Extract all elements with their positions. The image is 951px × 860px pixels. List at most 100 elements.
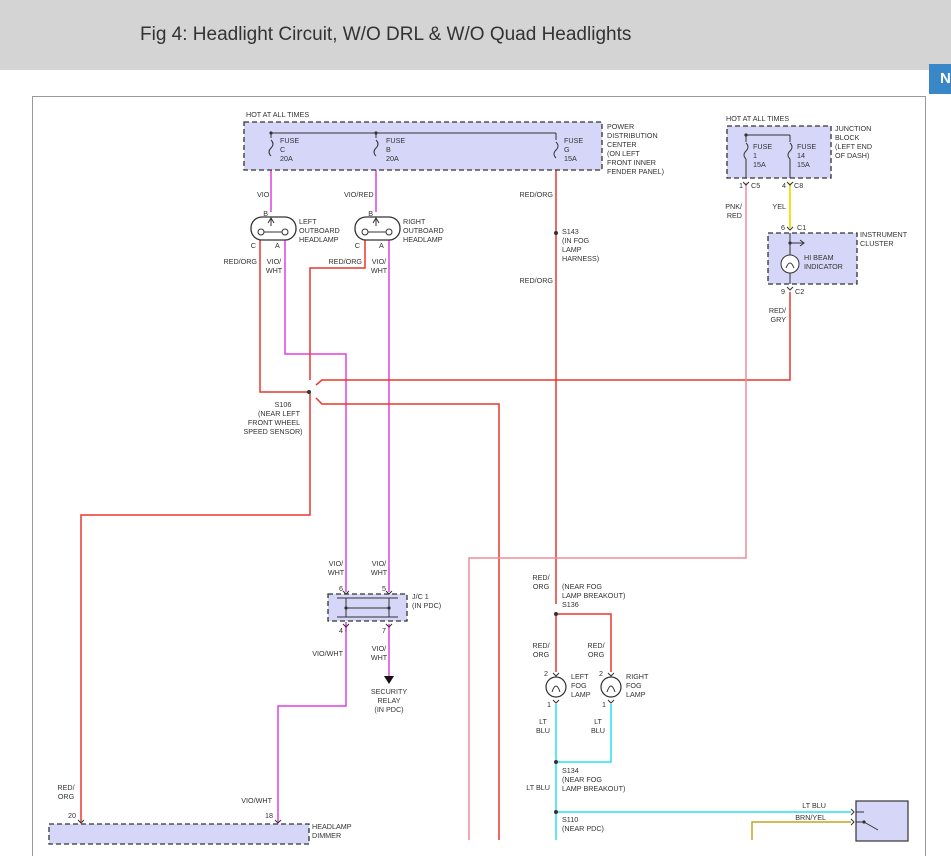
jb-name-1: JUNCTION <box>835 124 871 133</box>
hi-beam-indicator-2: INDICATOR <box>804 262 843 271</box>
left-fog-name-2: FOG <box>571 681 587 690</box>
left-headlamp-name-3: HEADLAMP <box>299 235 339 244</box>
wire-vio-wht-l-label-1: VIO/ <box>267 257 281 266</box>
wire-vio-wht-jc5-label-2: WHT <box>371 568 388 577</box>
wire-pnk-red-label-1: PNK/ <box>725 202 742 211</box>
wire-red-org-g1-label: RED/ORG <box>519 190 553 199</box>
next-button[interactable]: N <box>929 64 951 94</box>
jb-hot-label: HOT AT ALL TIMES <box>726 114 789 123</box>
right-fog-pin-1: 1 <box>602 700 606 709</box>
right-fog-name-1: RIGHT <box>626 672 649 681</box>
s143-label-4: HARNESS) <box>562 254 599 263</box>
jc1-pin-7: 7 <box>382 626 386 635</box>
wire-red-org-g2-label: RED/ORG <box>519 276 553 285</box>
fuse-1-id: 1 <box>753 151 757 160</box>
left-fog-pin-2: 2 <box>544 669 548 678</box>
fuse-c-id: C <box>280 145 285 154</box>
cluster-pin-9: 9 <box>781 287 785 296</box>
jb-name-3: (LEFT END <box>835 142 872 151</box>
wire-vio-red-label: VIO/RED <box>344 190 374 199</box>
wire-red-gry-label-1: RED/ <box>769 306 786 315</box>
fuse-g-amps: 15A <box>564 154 577 163</box>
wire-lt-blu-rf-label-2: BLU <box>591 726 605 735</box>
header-bar: Fig 4: Headlight Circuit, W/O DRL & W/O … <box>0 0 951 70</box>
wire-red-org-dim-label-2: ORG <box>58 792 75 801</box>
right-headlamp-name-2: OUTBOARD <box>403 226 444 235</box>
jb-name-2: BLOCK <box>835 133 860 142</box>
wire-vio-wht-r-label-2: WHT <box>371 266 388 275</box>
wire-yel-label: YEL <box>772 202 786 211</box>
left-fog-name-1: LEFT <box>571 672 589 681</box>
right-headlamp-pin-c: C <box>355 241 360 250</box>
headlamp-dimmer: 20 18 HEADLAMP DIMMER <box>48 811 352 845</box>
diagram-frame <box>32 96 926 856</box>
s134-label-1: S134 <box>562 766 579 775</box>
left-fog-pin-1: 1 <box>547 700 551 709</box>
wire-vio-wht-dim-label: VIO/WHT <box>241 796 272 805</box>
jb-conn-c5: C5 <box>751 181 760 190</box>
wire-red-org-s136-label-1: RED/ <box>532 573 549 582</box>
wire-red-org-dim-label-1: RED/ <box>57 783 74 792</box>
jb-conn-c8: C8 <box>794 181 803 190</box>
security-relay-1: SECURITY <box>371 687 408 696</box>
fuse-1-label: FUSE <box>753 142 772 151</box>
wire-vio-label: VIO <box>257 190 270 199</box>
s143-label-1: S143 <box>562 227 579 236</box>
wire-red-org-rf-label-2: ORG <box>588 650 605 659</box>
fuse-14-label: FUSE <box>797 142 816 151</box>
cluster-name-2: CLUSTER <box>860 239 894 248</box>
wire-pnk-red-label-2: RED <box>727 211 742 220</box>
jc1-pin-6: 6 <box>339 584 343 593</box>
left-fog-name-3: LAMP <box>571 690 591 699</box>
pdc-name-3: CENTER <box>607 140 637 149</box>
right-fog-name-2: FOG <box>626 681 642 690</box>
pdc-name-6: FENDER PANEL) <box>607 167 664 176</box>
wire-vio-wht-jc7-label-2: WHT <box>371 653 388 662</box>
hi-beam-indicator-1: HI BEAM <box>804 253 834 262</box>
jb-pin-4: 4 <box>782 181 786 190</box>
fuse-14-amps: 15A <box>797 160 810 169</box>
wire-red-org-r-label: RED/ORG <box>328 257 362 266</box>
fuse-14-id: 14 <box>797 151 805 160</box>
brn-yel-wire <box>751 821 851 840</box>
security-relay-3: (IN PDC) <box>374 705 403 714</box>
power-distribution-center: HOT AT ALL TIMES FUSE C 20A FUSE B 20A F… <box>243 110 664 176</box>
cluster-name-1: INSTRUMENT <box>860 230 908 239</box>
left-fog-lamp: 2 1 LEFT FOG LAMP <box>544 669 591 709</box>
pnk-red-wire <box>468 183 747 840</box>
dimmer-name-1: HEADLAMP <box>312 822 352 831</box>
fuse-g-label: FUSE <box>564 136 583 145</box>
wire-red-gry-label-2: GRY <box>771 315 787 324</box>
s143-label-2: (IN FOG <box>562 236 590 245</box>
pdc-name-5: FRONT INNER <box>607 158 656 167</box>
red-org-wires <box>80 163 791 840</box>
left-headlamp-pin-a: A <box>275 241 280 250</box>
pdc-name-1: POWER <box>607 122 634 131</box>
wire-lt-blu-right-label: LT BLU <box>802 801 826 810</box>
jc1-pin-5: 5 <box>382 584 386 593</box>
jb-name-4: OF DASH) <box>835 151 869 160</box>
vio-wires <box>270 138 390 822</box>
s136-label-3: S136 <box>562 600 579 609</box>
left-headlamp-name-2: OUTBOARD <box>299 226 340 235</box>
s143-label-3: LAMP <box>562 245 582 254</box>
wire-lt-blu-lf-label-2: BLU <box>536 726 550 735</box>
left-headlamp-name-1: LEFT <box>299 217 317 226</box>
security-relay-2: RELAY <box>377 696 400 705</box>
junction-block: HOT AT ALL TIMES FUSE 1 15A FUSE 14 15A … <box>726 114 872 190</box>
right-headlamp-name-1: RIGHT <box>403 217 426 226</box>
wire-red-org-rf-label-1: RED/ <box>587 641 604 650</box>
instrument-cluster: 6 C1 9 C2 HI BEAM INDICATOR INSTRUMENT C… <box>767 223 908 296</box>
splice-s110-dot <box>554 810 558 814</box>
splice-s106-dot <box>307 390 311 394</box>
security-relay-arrow-icon <box>384 676 394 684</box>
left-headlamp-pin-c: C <box>251 241 256 250</box>
jc1-pin-4: 4 <box>339 626 343 635</box>
joint-connector-jc1: 6 5 4 7 J/C 1 (IN PDC) <box>327 584 441 635</box>
fuse-c-amps: 20A <box>280 154 293 163</box>
fog-lamp-switch <box>850 800 909 842</box>
right-headlamp-pin-a: A <box>379 241 384 250</box>
jc1-name-1: J/C 1 <box>412 592 429 601</box>
wire-brn-yel-label: BRN/YEL <box>795 813 826 822</box>
